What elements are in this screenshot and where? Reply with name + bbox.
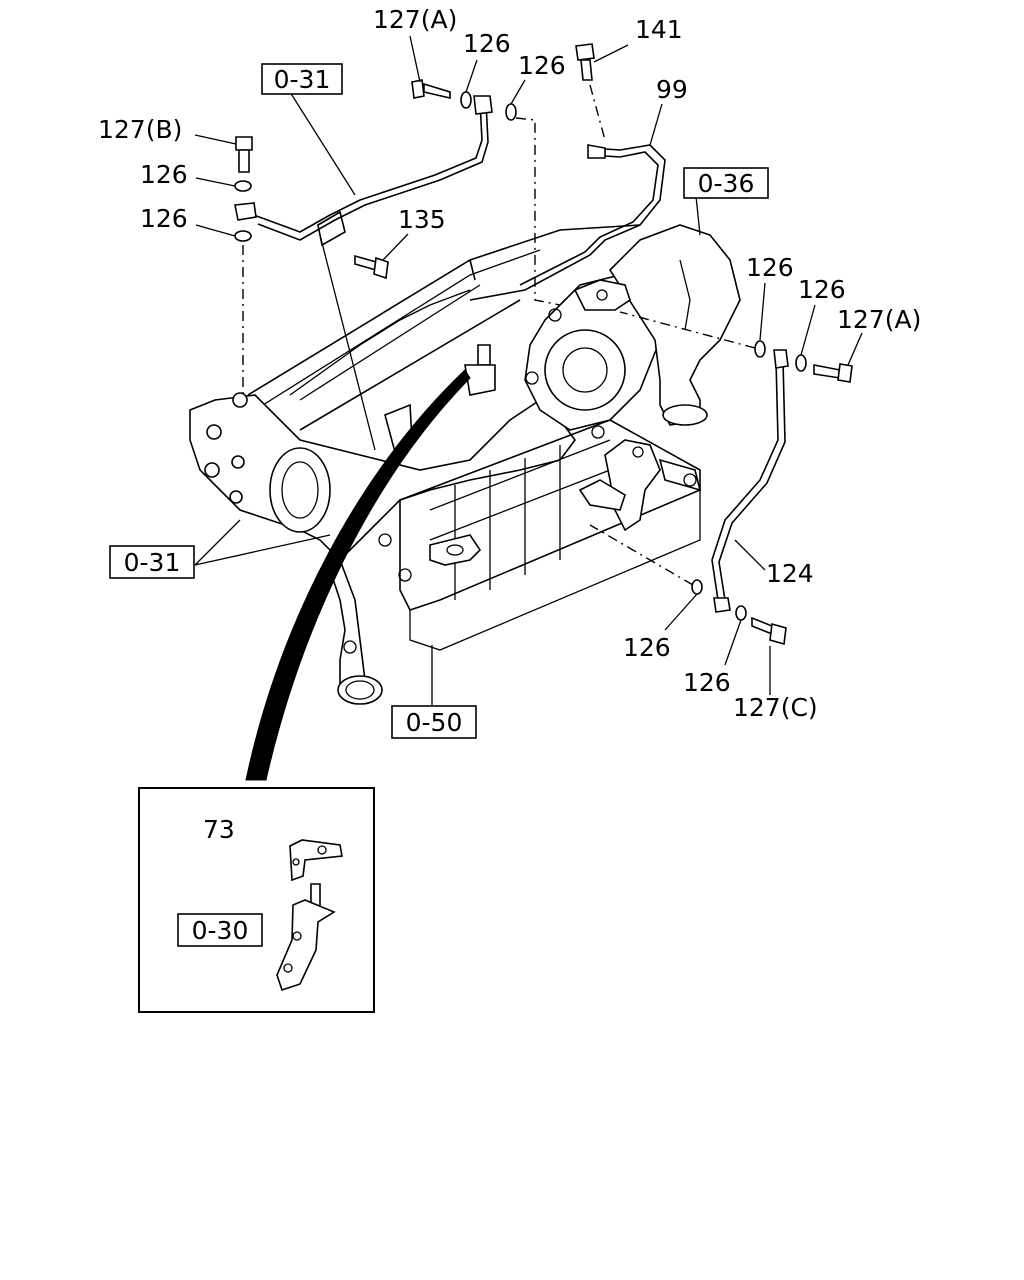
label-126-bot1: 126 [623, 633, 671, 662]
label-141: 141 [635, 15, 683, 44]
detail-box [138, 787, 375, 1013]
label-127a-right: 127(A) [837, 305, 921, 334]
label-127a-top: 127(A) [373, 5, 457, 34]
washer-126-left1 [234, 180, 252, 192]
ref-box-031-top: 0-31 [261, 63, 343, 95]
label-126-top1: 126 [463, 29, 511, 58]
label-126-right1: 126 [746, 253, 794, 282]
svg-text:0-30: 0-30 [192, 916, 249, 945]
washer-126-top1 [460, 91, 472, 109]
svg-text:0-31: 0-31 [274, 65, 331, 94]
label-99: 99 [656, 75, 688, 104]
detail-callout-arrow [245, 369, 471, 781]
svg-text:0-31: 0-31 [124, 548, 181, 577]
label-126-right2: 126 [798, 275, 846, 304]
label-126-bot2: 126 [683, 668, 731, 697]
ref-box-036: 0-36 [683, 167, 769, 199]
label-135: 135 [398, 205, 446, 234]
label-127b: 127(B) [98, 115, 182, 144]
svg-text:0-50: 0-50 [406, 708, 463, 737]
washer-126-left2 [234, 230, 252, 242]
stud-bracket-030 [276, 883, 336, 992]
bolt-127a-right [813, 363, 853, 383]
bracket-73 [289, 839, 343, 882]
washer-126-bot1 [691, 579, 703, 595]
oil-feed-pipe-99 [469, 144, 666, 301]
engine-block [189, 210, 741, 705]
oil-return-pipe-124 [711, 349, 789, 613]
label-126-top2: 126 [518, 51, 566, 80]
ref-box-030: 0-30 [177, 913, 263, 947]
label-126-left2: 126 [140, 204, 188, 233]
label-126-left1: 126 [140, 160, 188, 189]
washer-126-bot2 [735, 605, 747, 621]
ref-box-050: 0-50 [391, 705, 477, 739]
bolt-127a-top [411, 79, 451, 100]
ref-box-031-left: 0-31 [109, 545, 195, 579]
oil-pipe-upper [234, 95, 493, 241]
bolt-127b [235, 136, 253, 173]
label-127c: 127(C) [733, 693, 818, 722]
svg-text:0-36: 0-36 [698, 169, 755, 198]
label-124: 124 [766, 559, 814, 588]
bolt-127c [751, 616, 787, 646]
bolt-141 [575, 43, 595, 81]
assembly-lines [242, 84, 756, 586]
bolt-135 [354, 254, 389, 280]
washer-126-top2 [505, 103, 517, 121]
label-73: 73 [203, 815, 235, 844]
washer-126-right2 [795, 354, 807, 372]
washer-126-right1 [754, 340, 766, 358]
